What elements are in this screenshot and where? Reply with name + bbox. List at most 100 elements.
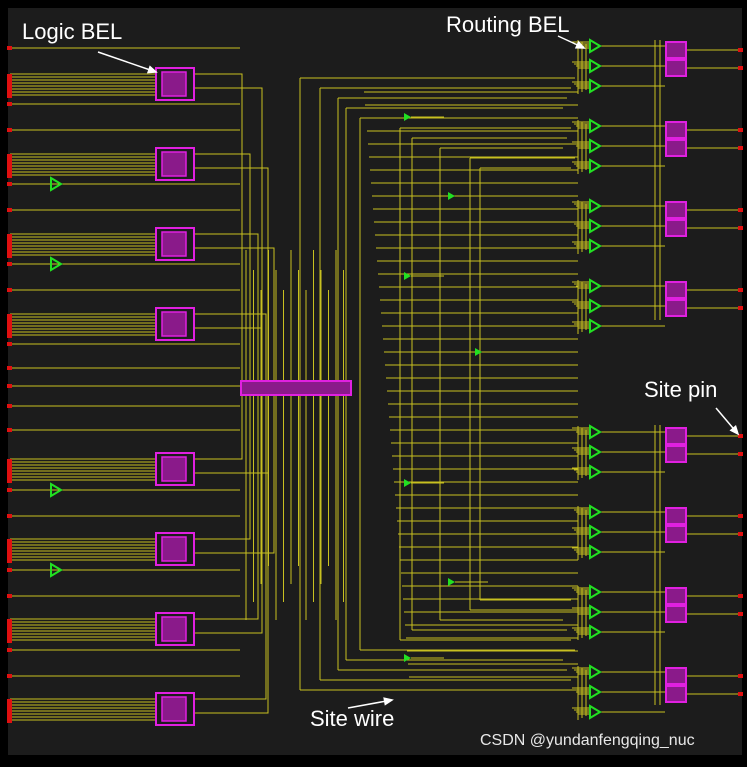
site-wire xyxy=(194,327,263,390)
logic-bel-core xyxy=(161,536,187,562)
logic-bel-ff xyxy=(665,525,687,543)
site-pin xyxy=(7,674,12,678)
callout-arrowhead xyxy=(729,425,740,436)
site-wire xyxy=(194,73,243,390)
routing-bel-small xyxy=(404,272,411,280)
routing-bel xyxy=(589,704,602,720)
site-wire xyxy=(194,390,267,700)
routing-bel-small xyxy=(404,479,411,487)
logic-bel-ff xyxy=(665,445,687,463)
logic-bel-core xyxy=(161,311,187,337)
site-pin xyxy=(738,452,743,456)
routing-bel xyxy=(589,584,602,600)
routing-bel xyxy=(589,444,602,460)
site-pin xyxy=(7,102,12,106)
site-pin xyxy=(738,306,743,310)
routing-bel xyxy=(50,256,63,272)
logic-bel-core xyxy=(161,71,187,97)
routing-bel xyxy=(589,684,602,700)
routing-bel xyxy=(589,424,602,440)
watermark: CSDN @yundanfengqing_nuc xyxy=(480,732,695,749)
logic-bel-ff xyxy=(665,139,687,157)
logic-bel xyxy=(155,67,195,101)
site-pin xyxy=(7,234,12,258)
site-wire xyxy=(194,390,251,540)
routing-bel xyxy=(589,624,602,640)
routing-bel xyxy=(589,218,602,234)
site-pin xyxy=(7,619,12,643)
site-pin xyxy=(7,342,12,346)
routing-bel xyxy=(589,38,602,54)
logic-bel xyxy=(155,227,195,261)
site-pin xyxy=(7,262,12,266)
routing-bel xyxy=(589,298,602,314)
routing-bel xyxy=(589,138,602,154)
site-pin xyxy=(7,46,12,50)
logic-bel-ff xyxy=(665,59,687,77)
site-pin xyxy=(738,226,743,230)
site-pin xyxy=(7,288,12,292)
routing-bel xyxy=(589,158,602,174)
routing-bel xyxy=(589,604,602,620)
site-pin xyxy=(7,428,12,432)
routing-bel xyxy=(589,78,602,94)
site-pin xyxy=(738,594,743,598)
callout-arrows xyxy=(97,35,740,709)
site-pin xyxy=(7,488,12,492)
site-pin xyxy=(738,48,743,52)
site-wire xyxy=(194,247,275,390)
logic-bel xyxy=(155,532,195,566)
routing-bel xyxy=(589,318,602,334)
routing-bels xyxy=(50,38,602,720)
logic-bel xyxy=(155,147,195,181)
routing-bel xyxy=(589,238,602,254)
routing-bel xyxy=(589,118,602,134)
site-pin-label: Site pin xyxy=(644,377,718,402)
site-pin xyxy=(7,539,12,563)
logic-bel-ff xyxy=(665,667,687,685)
logic-bel-ff xyxy=(665,605,687,623)
site-pin xyxy=(738,208,743,212)
site-pin xyxy=(7,208,12,212)
logic-bel-ff xyxy=(665,201,687,219)
callout-arrowhead xyxy=(574,40,586,49)
routing-bel xyxy=(589,198,602,214)
routing-bel-small xyxy=(448,578,455,586)
routing-bel xyxy=(50,562,63,578)
callout-arrowhead xyxy=(146,65,158,74)
site-pin xyxy=(7,568,12,572)
site-pin xyxy=(738,692,743,696)
logic-bel-ff xyxy=(665,587,687,605)
routing-bel xyxy=(589,278,602,294)
logic-bel xyxy=(155,692,195,726)
site-wire xyxy=(194,390,243,460)
routing-bel xyxy=(589,544,602,560)
site-pin xyxy=(7,128,12,132)
site-pin xyxy=(738,66,743,70)
site-wires xyxy=(10,40,740,721)
site-pin xyxy=(7,154,12,178)
site-pin xyxy=(7,648,12,652)
callout-arrowhead xyxy=(383,697,394,706)
routing-bel xyxy=(589,504,602,520)
routing-bel xyxy=(589,464,602,480)
routing-bel-small xyxy=(475,348,482,356)
routing-bel-label: Routing BEL xyxy=(446,12,570,37)
site-pin xyxy=(738,532,743,536)
site-boundary xyxy=(8,8,742,755)
site-pin xyxy=(7,514,12,518)
logic-bel-ff xyxy=(665,41,687,59)
logic-bel-core xyxy=(161,231,187,257)
site-wire xyxy=(194,233,259,390)
routing-bel xyxy=(50,176,63,192)
logic-bel xyxy=(155,452,195,486)
routing-bel xyxy=(589,58,602,74)
site-wire-label: Site wire xyxy=(310,706,395,731)
callout-arrow xyxy=(97,51,157,73)
routing-bel xyxy=(589,524,602,540)
logic-bel-core xyxy=(161,456,187,482)
site-pin xyxy=(7,459,12,483)
logic-bels xyxy=(155,41,687,726)
